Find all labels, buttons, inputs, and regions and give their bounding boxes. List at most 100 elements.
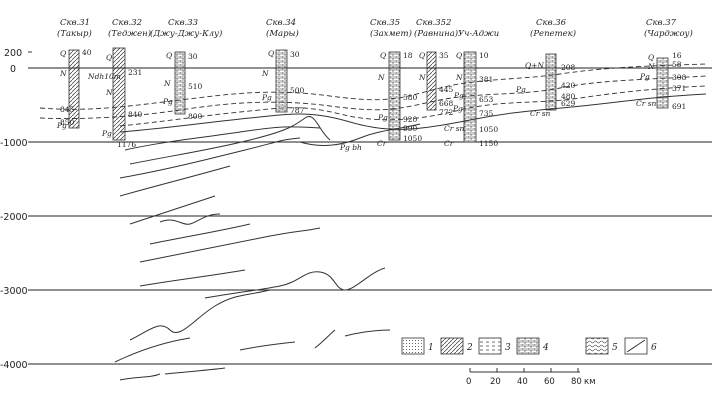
well-37-location: (Чарджоу) [644,28,693,39]
well-35-name: Скв.35 [370,18,400,28]
strat-label: Cr [444,139,454,148]
strat-label: N [261,69,269,78]
depth-mark: 1150 [479,139,498,148]
well-34-column [275,49,288,113]
depth-mark: 800 [188,112,203,121]
strat-label: N [418,73,426,82]
depth-mark: 10 [479,51,489,60]
scale-tick: 60 [544,377,555,387]
well-34-location: (Мары) [266,28,299,39]
depth-mark: 1050 [479,125,498,134]
well-32-column [112,47,126,141]
well-37-name: Скв.37 [646,18,677,28]
strat-label: Pg [515,85,526,94]
depth-mark: 668 [439,99,454,108]
boundary-line [39,63,707,110]
strat-label: Cr sn [530,109,551,118]
depth-mark: 30 [188,52,198,61]
depth-mark: 18 [403,51,413,60]
reflector-line [129,195,216,225]
well-headers: Скв.31 (Такыр) Скв.32 (Теджен) Скв.33 (Д… [57,18,693,39]
reflector-line [164,367,226,375]
axis-label-4000: -4000 [0,360,28,371]
strat-label: Q [419,51,425,60]
depth-mark: 1176 [117,140,136,149]
strat-label: Q [106,53,112,62]
legend-number: 4 [542,343,549,353]
strat-label: N [163,79,171,88]
depth-mark: 231 [128,68,142,77]
axis-label-2000: -2000 [0,212,28,223]
well-36-name: Скв.36 [536,18,567,28]
reflector-line [129,116,331,165]
legend-swatch-3 [478,337,502,355]
well-35-location: (Захмет) [370,28,412,39]
strat-label: Pg [639,72,650,81]
well-32-location: (Теджен) [108,28,151,39]
legend-number: 5 [612,343,618,353]
reflector-line [204,267,386,299]
well-37-column [656,57,669,109]
reflector-line [124,126,321,151]
strat-label: Pg [261,93,272,102]
depth-grid [28,51,712,365]
strat-label: N [647,62,655,71]
scale-tick: 0 [466,377,471,387]
scale-tick: 80 [571,377,582,387]
strat-label: Pg [452,104,463,113]
well-31-column [68,49,80,129]
boundary-line [119,93,707,133]
legend-swatch-4 [516,337,540,355]
reflector-line [119,373,161,381]
well-31-location: (Такыр) [57,28,92,39]
strat-label: N [105,88,113,97]
reflector-line [149,223,251,245]
depth-mark: 510 [188,82,203,91]
strat-label: Q [268,49,274,58]
strat-label: Q [380,51,386,60]
depth-mark: 990 [403,124,418,133]
well-33-column [174,51,186,115]
well-uchadzhi-name: Уч-Аджи [458,29,499,39]
strat-label: Q [648,53,654,62]
reflector-line [159,213,221,225]
legend-number: 2 [466,343,473,353]
depth-mark: 420 [561,81,576,90]
well-depth-marks: 40 845 850 231 840 1176 30 510 800 30 50… [60,48,687,149]
strat-label: Cr [377,139,387,148]
well-32-name: Скв.32 [112,18,142,28]
well-uchadzhi-column [463,51,477,143]
well-34-name: Скв.34 [266,18,296,28]
strat-label: N [59,69,67,78]
depth-mark: 840 [128,110,143,119]
reflector-line [119,165,231,197]
strat-label: Pg [453,91,464,100]
boundary-line [39,75,707,119]
reflector-line [114,337,191,363]
seismic-reflectors [114,116,421,381]
strat-label: Pg [56,121,67,130]
well-36-column [545,53,557,111]
depth-mark: 445 [439,85,454,94]
reflector-line [119,137,301,179]
depth-mark: 371 [672,84,686,93]
strat-label: N [377,73,385,82]
well-36-location: (Репетек) [530,28,576,39]
strat-label: Cr sn [444,124,465,133]
reflector-line [139,269,246,287]
reflector-line [344,329,391,337]
depth-mark: 787 [290,106,305,115]
well-352-column [426,51,437,111]
depth-mark: 381 [479,75,493,84]
well-352-location: (Равнина) [414,28,458,39]
depth-mark: 629 [561,99,576,108]
strat-label: Pg [101,129,112,138]
axis-label-3000: -3000 [0,286,28,297]
legend-swatch-5 [585,337,609,355]
well-33-name: Скв.33 [168,18,198,28]
legend-swatch-6-line [626,339,646,353]
legend-number: 6 [651,343,657,353]
depth-mark: 735 [479,109,494,118]
depth-mark: 16 [672,51,682,60]
